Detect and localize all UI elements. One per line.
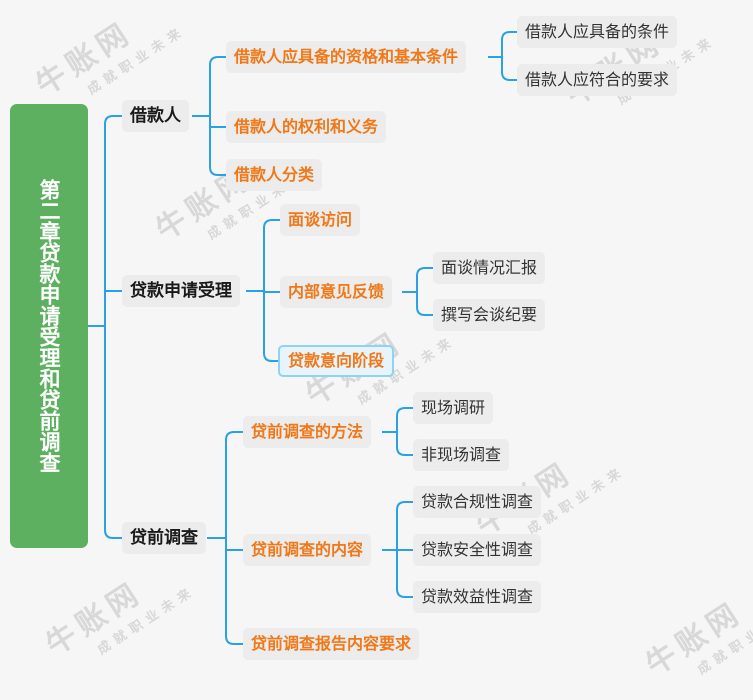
leaf-conditions[interactable]: 借款人应具备的条件 [517, 16, 678, 48]
subtopic-classification[interactable]: 借款人分类 [226, 159, 323, 191]
connector [225, 538, 243, 645]
connector [501, 57, 517, 81]
subtopic-rights[interactable]: 借款人的权利和义务 [226, 111, 387, 143]
connector [209, 56, 226, 116]
topic-investigation[interactable]: 贷前调查 [122, 522, 206, 554]
subtopic-feedback[interactable]: 内部意见反馈 [280, 276, 393, 308]
leaf-efficiency[interactable]: 贷款效益性调查 [413, 581, 542, 613]
connector [263, 291, 280, 362]
subtopic-method[interactable]: 贷前调查的方法 [243, 416, 372, 448]
connector [209, 116, 226, 176]
leaf-minutes[interactable]: 撰写会谈纪要 [433, 299, 546, 331]
connector [396, 550, 413, 598]
topic-application[interactable]: 贷款申请受理 [122, 275, 240, 307]
leaf-requirements[interactable]: 借款人应符合的要求 [517, 64, 678, 96]
leaf-report[interactable]: 面谈情况汇报 [433, 252, 546, 284]
root-topic[interactable]: 第二章贷款申请受理和贷前调查 [10, 104, 88, 548]
connector [501, 31, 517, 57]
leaf-safety[interactable]: 贷款安全性调查 [413, 534, 542, 566]
connector-lines [88, 31, 517, 645]
connector [104, 115, 122, 326]
connector [416, 267, 433, 292]
topic-borrower[interactable]: 借款人 [122, 100, 189, 132]
subtopic-interview[interactable]: 面谈访问 [280, 204, 361, 236]
leaf-offsite[interactable]: 非现场调查 [413, 439, 510, 471]
leaf-compliance[interactable]: 贷款合规性调查 [413, 486, 542, 518]
connector [104, 326, 122, 539]
connector [263, 219, 280, 291]
subtopic-content[interactable]: 贷前调查的内容 [243, 534, 372, 566]
subtopic-qualification[interactable]: 借款人应具备的资格和基本条件 [226, 41, 467, 73]
subtopic-intention[interactable]: 贷款意向阶段 [278, 345, 395, 377]
subtopic-report-req[interactable]: 贷前调查报告内容要求 [243, 628, 420, 660]
connector [396, 501, 413, 550]
leaf-onsite[interactable]: 现场调研 [413, 392, 494, 424]
connector [416, 292, 433, 316]
connector [225, 431, 243, 538]
connector [396, 407, 413, 432]
connector [396, 432, 413, 456]
